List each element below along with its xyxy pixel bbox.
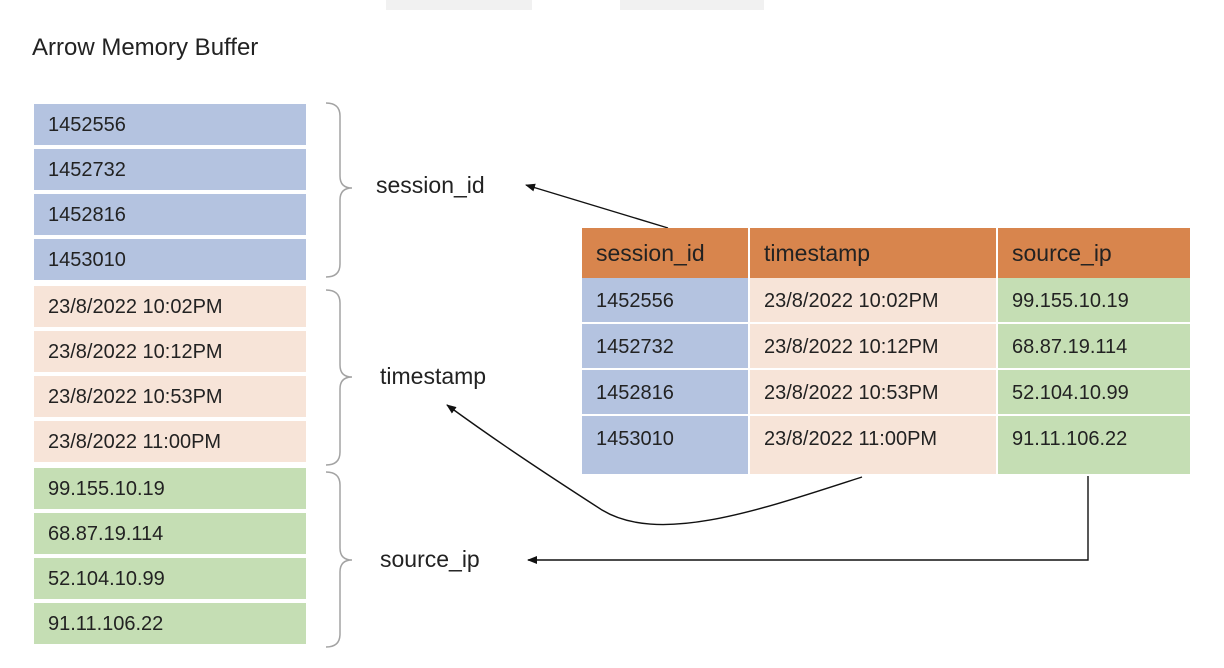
table-cell: 23/8/2022 10:12PM (750, 324, 998, 370)
arrow-timestamp (446, 404, 863, 526)
buffer-cell-timestamp: 23/8/2022 10:53PM (34, 376, 306, 419)
table-header-source-ip: source_ip (998, 228, 1190, 278)
top-tab-placeholder (620, 0, 764, 10)
brace-source-ip (325, 471, 353, 648)
table-cell: 52.104.10.99 (998, 370, 1190, 416)
buffer-cell-session: 1452816 (34, 194, 306, 237)
buffer-cell-session: 1453010 (34, 239, 306, 282)
arrow-source-ip (527, 476, 1089, 564)
table-cell: 91.11.106.22 (998, 416, 1190, 476)
table-cell: 68.87.19.114 (998, 324, 1190, 370)
table-cell: 1453010 (582, 416, 750, 476)
table-header-timestamp: timestamp (750, 228, 998, 278)
brace-session-id (325, 102, 353, 278)
page-title: Arrow Memory Buffer (32, 34, 259, 61)
buffer-cell-source-ip: 91.11.106.22 (34, 603, 306, 646)
buffer-cell-source-ip: 99.155.10.19 (34, 468, 306, 511)
table-cell: 99.155.10.19 (998, 278, 1190, 324)
group-label-session-id: session_id (376, 172, 485, 198)
buffer-cell-timestamp: 23/8/2022 10:02PM (34, 286, 306, 329)
buffer-cell-source-ip: 68.87.19.114 (34, 513, 306, 556)
table-cell: 23/8/2022 10:53PM (750, 370, 998, 416)
table-cell: 1452816 (582, 370, 750, 416)
table-header-session-id: session_id (582, 228, 750, 278)
buffer-cell-source-ip: 52.104.10.99 (34, 558, 306, 601)
buffer-cell-session: 1452556 (34, 104, 306, 147)
top-tab-placeholder (386, 0, 532, 10)
table-cell: 23/8/2022 11:00PM (750, 416, 998, 476)
table-cell: 23/8/2022 10:02PM (750, 278, 998, 324)
table-cell: 1452732 (582, 324, 750, 370)
buffer-cell-timestamp: 23/8/2022 11:00PM (34, 421, 306, 464)
group-label-timestamp: timestamp (380, 363, 487, 389)
brace-timestamp (325, 289, 353, 466)
group-label-source-ip: source_ip (380, 546, 480, 572)
table-cell: 1452556 (582, 278, 750, 324)
arrow-session-id (525, 183, 669, 229)
buffer-cell-timestamp: 23/8/2022 10:12PM (34, 331, 306, 374)
buffer-cell-session: 1452732 (34, 149, 306, 192)
